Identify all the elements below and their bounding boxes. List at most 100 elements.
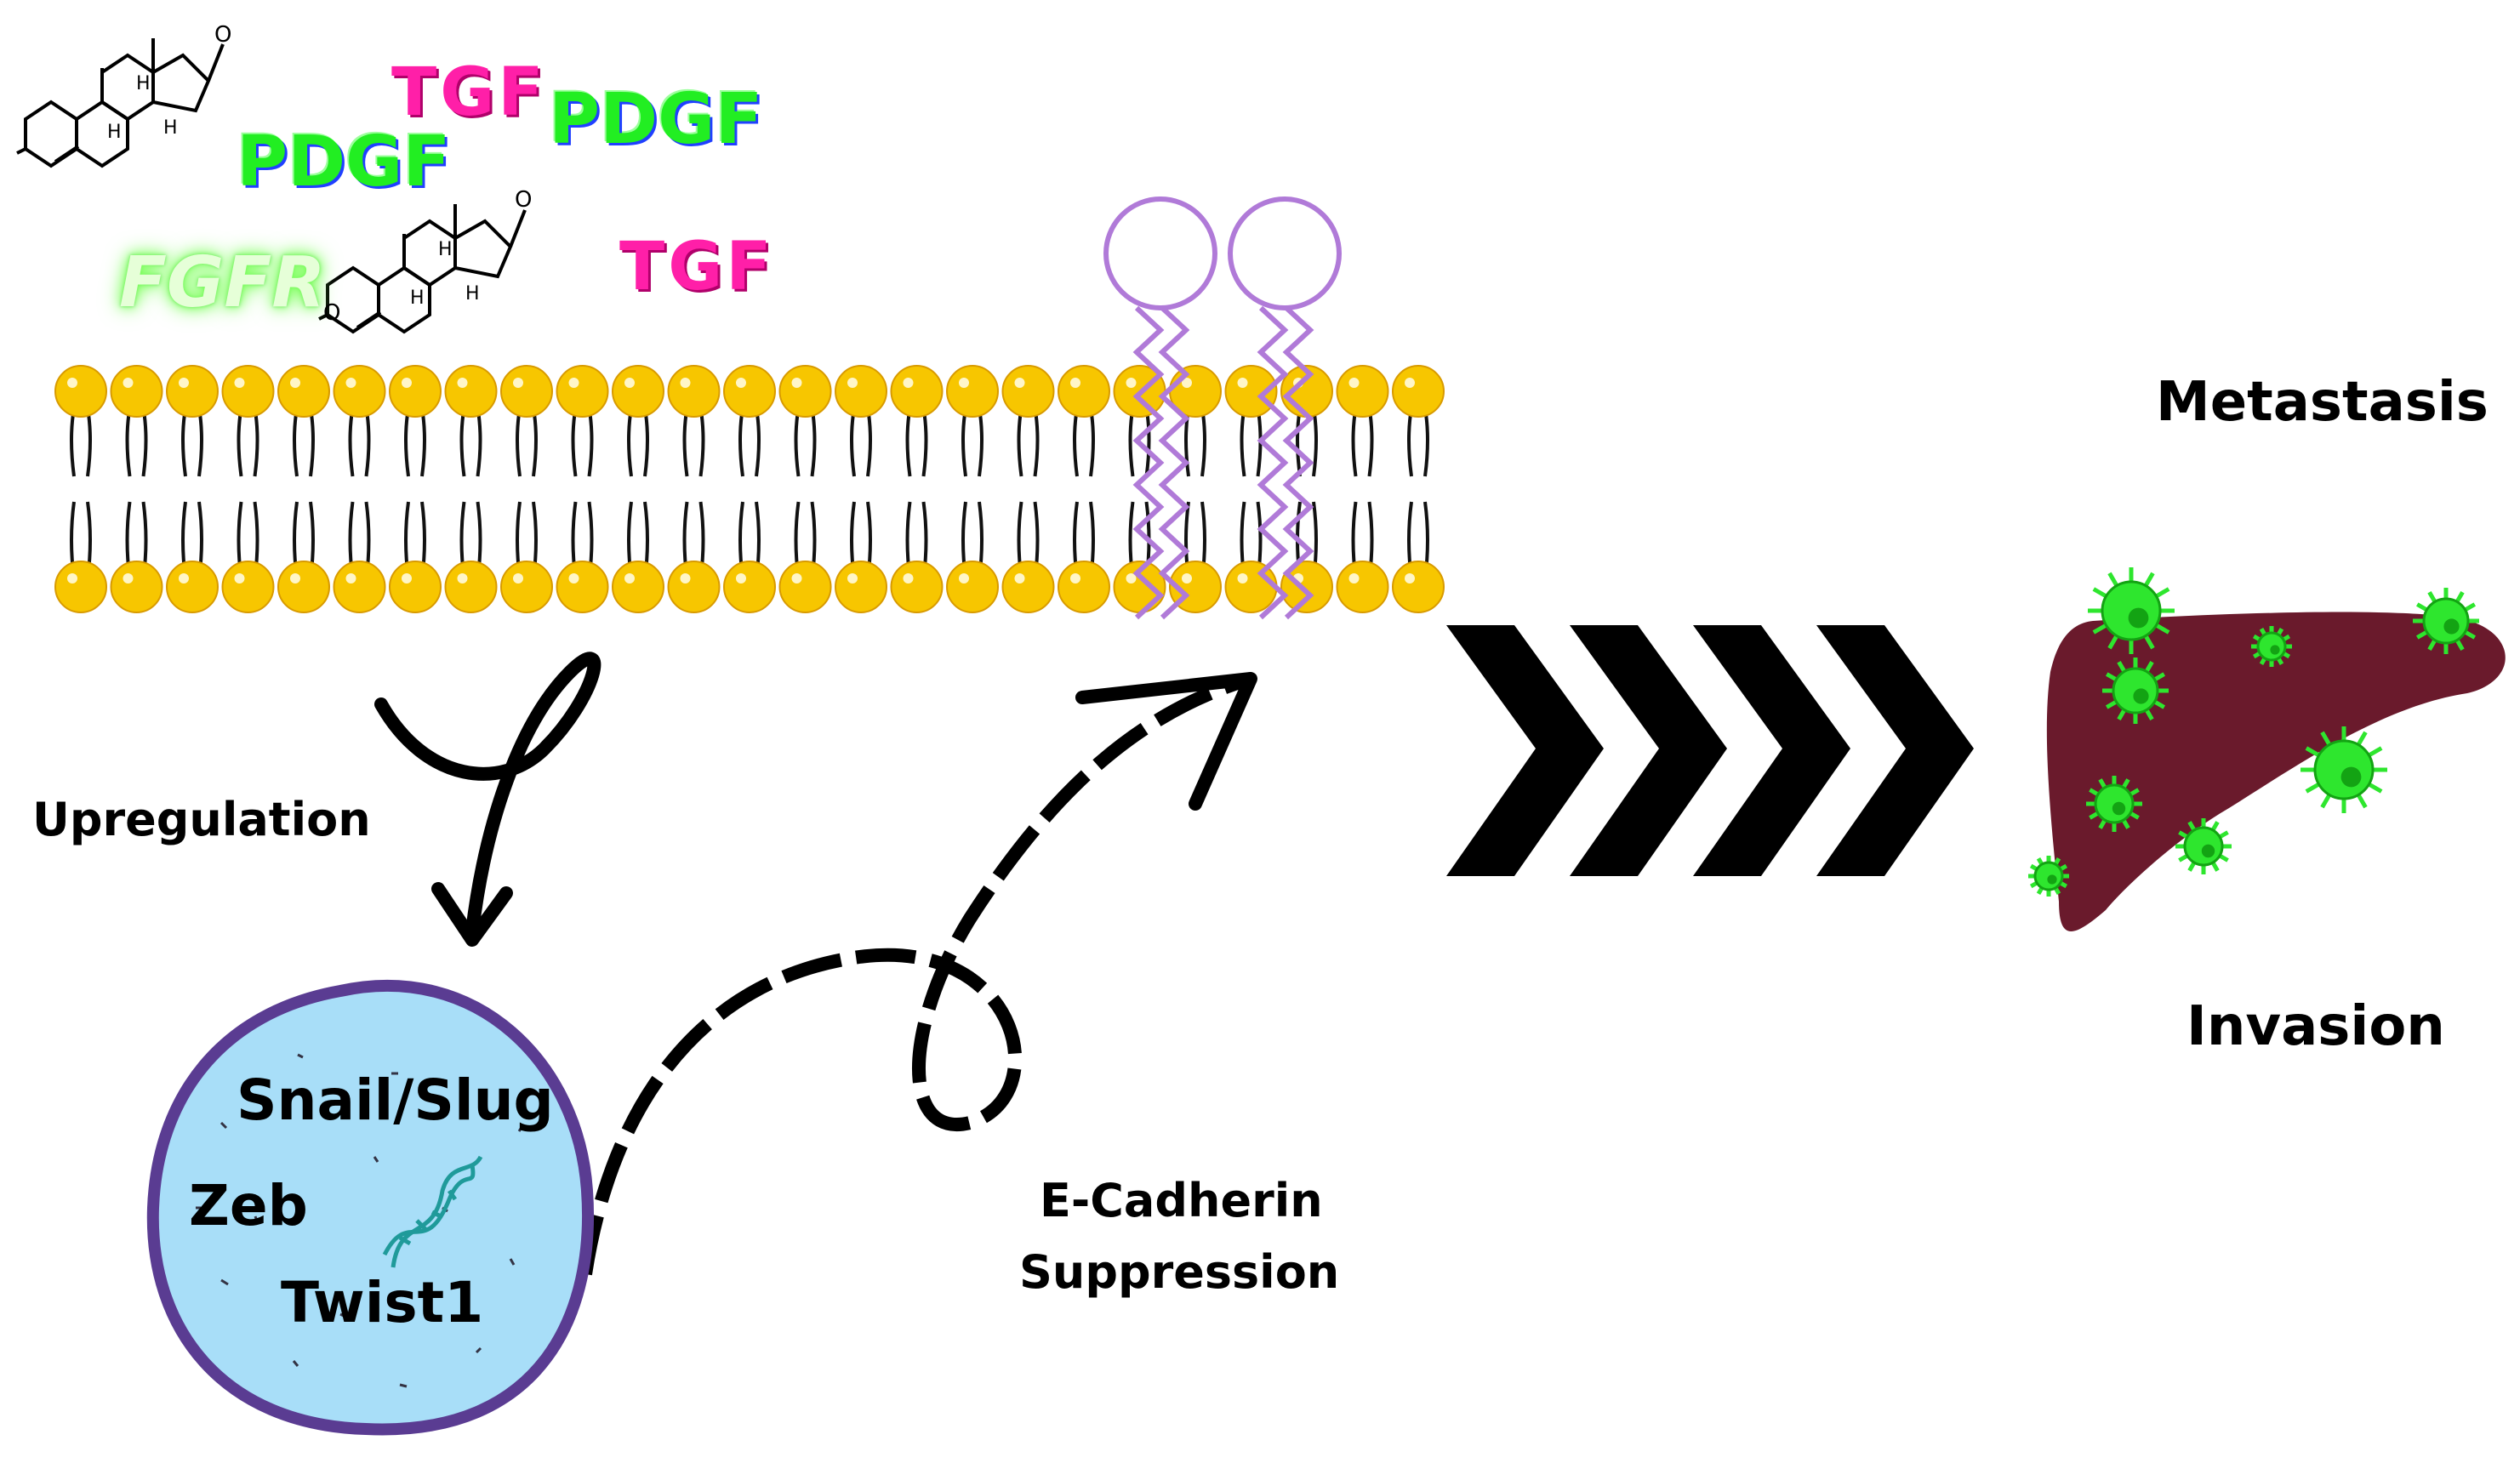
phospholipid-highlight [179, 378, 189, 388]
phospholipid-highlight [1126, 573, 1137, 583]
phospholipid-head [110, 365, 163, 418]
phospholipid-head [166, 561, 219, 613]
lipid-tail [1017, 407, 1023, 477]
tumor-cell-icon [2102, 657, 2169, 724]
phospholipid-head [500, 365, 553, 418]
receptor-tail [1282, 305, 1314, 620]
steroid-h: H [438, 239, 453, 260]
phospholipid-head [221, 365, 275, 418]
steroid-h: H [163, 117, 178, 139]
lipid-tail [810, 407, 817, 477]
nucleus [146, 980, 594, 1436]
tumor-body [2101, 580, 2162, 641]
phospholipid-highlight [568, 573, 579, 583]
lipid-tail [738, 407, 744, 477]
lipid-tail [253, 407, 259, 477]
lipid-tail [1073, 407, 1079, 477]
phospholipid-highlight [791, 378, 802, 388]
phospholipid-highlight [1237, 378, 1248, 388]
phospholipid-highlight [903, 378, 914, 388]
lipid-tail [1296, 407, 1302, 477]
phospholipid-highlight [123, 378, 134, 388]
lipid-tail [348, 407, 355, 477]
lipid-tail [1312, 407, 1318, 477]
chevron-right-icon [1816, 625, 1974, 876]
phospholipid-head [389, 561, 442, 613]
phospholipid-highlight [402, 573, 412, 583]
lipid-tail [571, 407, 578, 477]
nucleus-factor-twist1: Twist1 [281, 1270, 484, 1335]
phospholipid-highlight [345, 378, 356, 388]
phospholipid-highlight [402, 378, 412, 388]
invasion-label: Invasion [2186, 995, 2445, 1058]
dna-helix-icon [382, 1155, 483, 1268]
lipid-tail [1200, 407, 1206, 477]
phospholipid-head [110, 561, 163, 613]
tumor-body [2313, 739, 2375, 800]
tumor-core [2340, 766, 2362, 788]
tumor-body [2422, 597, 2470, 645]
lipid-tail [755, 407, 761, 477]
tumor-cell-icon [2028, 856, 2069, 897]
phospholipid-highlight [847, 573, 858, 583]
phospholipid-head [444, 561, 498, 613]
phospholipid-head [1001, 365, 1055, 418]
steroid-h: H [465, 283, 480, 305]
phospholipid-head [1392, 365, 1445, 418]
phospholipid-highlight [1182, 378, 1192, 388]
steroid-ketone-o: O [214, 22, 232, 48]
phospholipid-head [946, 365, 999, 418]
lipid-tail [476, 407, 482, 477]
tumor-body [2183, 826, 2224, 867]
lipid-tail [961, 407, 967, 477]
phospholipid-highlight [1348, 378, 1360, 388]
phospholipid-highlight [624, 378, 635, 388]
phospholipid-head [946, 561, 999, 613]
steroid-h: H [107, 122, 122, 143]
lipid-tail [587, 407, 594, 477]
tgf-label-2: TGF [619, 229, 775, 305]
tumor-core [2112, 801, 2126, 816]
phospholipid-head [1224, 365, 1278, 418]
lipid-tail [850, 407, 856, 477]
steroid-molecule-icon [318, 204, 527, 334]
phospholipid-highlight [1182, 573, 1192, 583]
lipid-tail [532, 407, 538, 477]
lipid-tail [643, 407, 649, 477]
phospholipid-highlight [1126, 378, 1137, 388]
lipid-tail [86, 407, 92, 477]
upregulation-arrow [374, 652, 601, 947]
suppression-arrow [579, 672, 1257, 1276]
phospholipid-highlight [791, 573, 802, 583]
lipid-tail [1089, 407, 1095, 477]
tumor-body [2033, 861, 2064, 891]
phospholipid-head [1392, 561, 1445, 613]
phospholipid-highlight [847, 378, 858, 388]
phospholipid-highlight [290, 573, 300, 583]
liver-icon [2028, 567, 2506, 931]
lipid-tail [459, 407, 466, 477]
tumor-cell-icon [2300, 726, 2387, 813]
phospholipid-head [1336, 561, 1389, 613]
lipid-tail [364, 407, 371, 477]
phospholipid-head [54, 365, 107, 418]
phospholipid-head [333, 365, 386, 418]
phospholipid-highlight [1014, 378, 1025, 388]
steroid-enone-o: O [323, 300, 341, 326]
lipid-tail [1367, 407, 1374, 477]
pdgf-label-2: PDGF [549, 79, 763, 160]
phospholipid-head [221, 561, 275, 613]
tumor-core [2133, 688, 2149, 704]
phospholipid-head [835, 365, 887, 418]
phospholipid-head [444, 365, 498, 418]
lipid-tail [1407, 407, 1413, 477]
lipid-tail [698, 407, 705, 477]
phospholipid-highlight [903, 573, 914, 583]
lipid-tail [978, 407, 983, 477]
lipid-tail [1144, 407, 1151, 477]
fgfr-label: FGFR [119, 242, 326, 323]
lipid-tail [1033, 407, 1040, 477]
phospholipid-highlight [290, 378, 300, 388]
tumor-cell-icon [2175, 818, 2232, 874]
phospholipid-highlight [457, 573, 468, 583]
